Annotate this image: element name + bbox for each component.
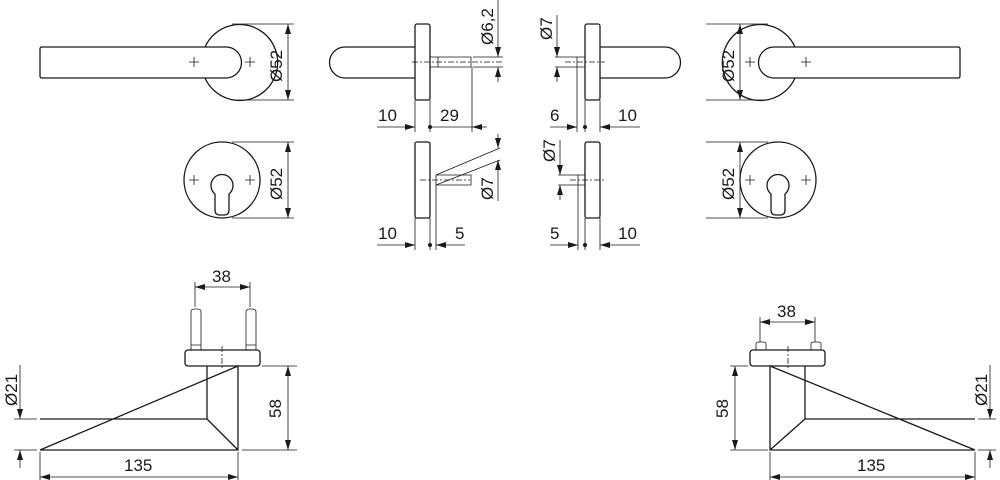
bottom-left-lever-profile: 38 58 Ø21 135 xyxy=(2,267,297,480)
middle-right-cylinder-side-view: Ø7 5 10 xyxy=(540,139,640,250)
pin-length-label: 5 xyxy=(550,224,559,243)
projection-label: 58 xyxy=(266,399,285,418)
spindle-diameter-label: Ø7 xyxy=(537,17,556,40)
top-left-lever-rose-view: Ø52 xyxy=(39,23,294,102)
top-left-escutcheon-view: Ø52 xyxy=(183,141,294,219)
handle-diameter-label: Ø21 xyxy=(972,374,991,406)
rose-diameter-label: Ø52 xyxy=(719,50,738,82)
handle-length-label: 135 xyxy=(857,456,885,475)
screw-spacing-label: 38 xyxy=(777,302,796,321)
plate-thickness-label: 10 xyxy=(618,224,637,243)
cylinder-pin-diameter-label: Ø7 xyxy=(478,177,497,200)
middle-left-cylinder-side-view: Ø7 10 5 xyxy=(377,134,501,250)
plate-thickness-label: 10 xyxy=(378,106,397,125)
top-right-escutcheon-view: Ø52 xyxy=(706,141,817,219)
cylinder-pin-diameter-label: Ø7 xyxy=(540,139,559,162)
pin-length-label: 5 xyxy=(455,224,464,243)
screw-spacing-label: 38 xyxy=(212,267,231,286)
escutcheon-diameter-label: Ø52 xyxy=(719,168,738,200)
projection-label: 58 xyxy=(713,399,732,418)
top-right-lever-rose-view: Ø52 xyxy=(706,23,961,102)
handle-diameter-label: Ø21 xyxy=(2,374,21,406)
spindle-length-label: 6 xyxy=(550,106,559,125)
escutcheon-diameter-label: Ø52 xyxy=(267,168,286,200)
plate-thickness-label: 10 xyxy=(378,224,397,243)
middle-right-spindle-side-view: Ø7 6 10 xyxy=(537,15,682,132)
handle-length-label: 135 xyxy=(124,456,152,475)
bottom-right-lever-profile: 38 58 Ø21 135 xyxy=(713,302,996,480)
rose-diameter-label: Ø52 xyxy=(267,50,286,82)
middle-left-spindle-side-view: Ø6,2 10 29 xyxy=(328,0,503,132)
plate-thickness-label: 10 xyxy=(618,106,637,125)
spindle-length-label: 29 xyxy=(440,106,459,125)
spindle-diameter-label: Ø6,2 xyxy=(478,8,497,45)
